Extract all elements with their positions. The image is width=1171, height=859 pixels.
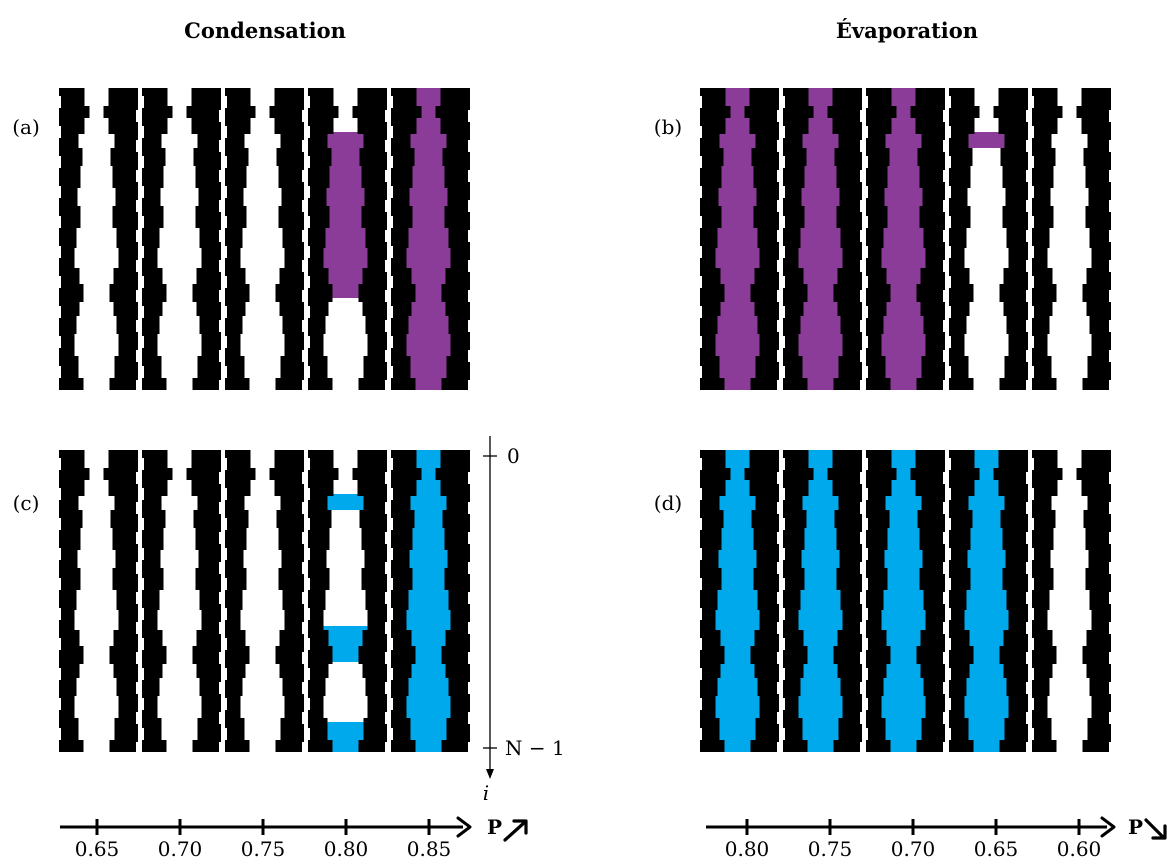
- tick-left-1: 0.70: [158, 837, 203, 859]
- index-axis-i: i: [483, 781, 489, 805]
- panel-d-pore-strip-4: [1030, 450, 1113, 754]
- panel-label-a: (a): [12, 115, 40, 139]
- panel-d-evaporation-blue: [698, 450, 1113, 754]
- panel-a-pore-strip-2: [223, 88, 306, 392]
- panel-c-pore-strip-2: [223, 450, 306, 754]
- index-axis-zero: 0: [507, 444, 520, 468]
- panel-a-condensation-purple: [57, 88, 472, 392]
- pressure-label-right: P: [1128, 815, 1143, 839]
- panel-c-pore-strip-4: [389, 450, 472, 754]
- tick-left-4: 0.85: [407, 837, 452, 859]
- tick-right-1: 0.75: [808, 837, 853, 859]
- panel-label-c: (c): [13, 491, 40, 515]
- panel-b-pore-strip-0: [698, 88, 781, 392]
- panel-c-pore-strip-0: [57, 450, 140, 754]
- panel-c-pore-strip-1: [140, 450, 223, 754]
- panel-a-pore-strip-1: [140, 88, 223, 392]
- panel-b-pore-strip-3: [947, 88, 1030, 392]
- tick-right-3: 0.65: [974, 837, 1019, 859]
- panel-d-pore-strip-2: [864, 450, 947, 754]
- panel-b-pore-strip-4: [1030, 88, 1113, 392]
- panel-b-pore-strip-2: [864, 88, 947, 392]
- title-evaporation: Évaporation: [836, 18, 978, 43]
- panel-b-evaporation-purple: [698, 88, 1113, 392]
- index-axis-n-minus-1: N − 1: [505, 736, 565, 760]
- panel-c-condensation-blue: [57, 450, 472, 754]
- panel-label-b: (b): [654, 115, 682, 139]
- panel-label-d: (d): [654, 491, 682, 515]
- panel-d-pore-strip-1: [781, 450, 864, 754]
- index-axis: 0 N − 1 i: [483, 436, 565, 805]
- tick-right-4: 0.60: [1057, 837, 1102, 859]
- arrow-up-right-icon: [503, 819, 528, 842]
- panel-a-pore-strip-3: [306, 88, 389, 392]
- panel-d-pore-strip-0: [698, 450, 781, 754]
- pressure-axis-left: 0.65 0.70 0.75 0.80 0.85 P: [60, 815, 528, 859]
- panel-b-pore-strip-1: [781, 88, 864, 392]
- tick-left-2: 0.75: [241, 837, 286, 859]
- arrow-down-right-icon: [1144, 818, 1167, 840]
- tick-right-0: 0.80: [725, 837, 770, 859]
- panel-a-pore-strip-0: [57, 88, 140, 392]
- pressure-axis-right: 0.80 0.75 0.70 0.65 0.60 P: [706, 815, 1167, 859]
- tick-right-2: 0.70: [891, 837, 936, 859]
- panel-c-pore-strip-3: [306, 450, 389, 754]
- tick-left-0: 0.65: [75, 837, 120, 859]
- panel-a-pore-strip-4: [389, 88, 472, 392]
- pressure-label-left: P: [487, 815, 502, 839]
- tick-left-3: 0.80: [324, 837, 369, 859]
- panel-d-pore-strip-3: [947, 450, 1030, 754]
- title-condensation: Condensation: [184, 18, 346, 43]
